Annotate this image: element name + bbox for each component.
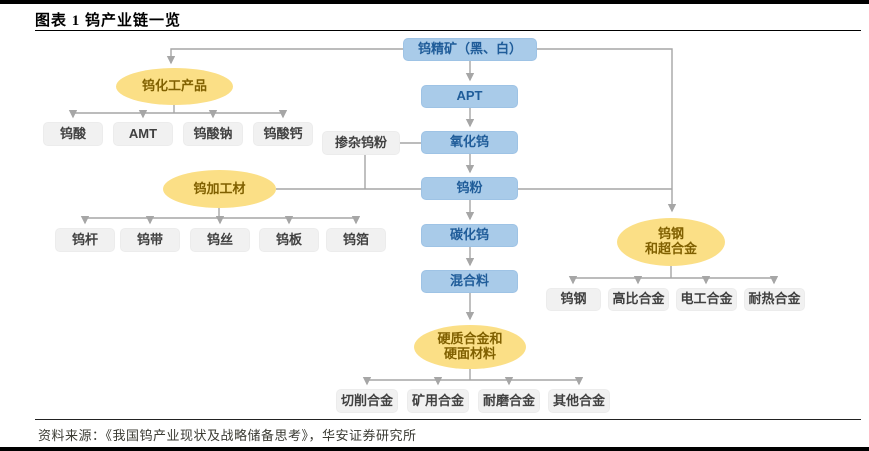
node-tungsten-processed-materials: 钨加工材 <box>163 170 276 208</box>
leaf-tungsten-strip: 钨带 <box>120 228 180 252</box>
node-tungsten-powder: 钨粉 <box>421 177 518 200</box>
leaf-heat-resistant-alloy: 耐热合金 <box>744 288 805 311</box>
node-hard-alloy-hardfacing: 硬质合金和 硬面材料 <box>414 325 526 369</box>
title-divider <box>35 30 861 31</box>
leaf-tungsten-foil: 钨箔 <box>326 228 386 252</box>
figure-title: 图表 1 钨产业链一览 <box>35 13 182 29</box>
leaf-electrical-alloy: 电工合金 <box>676 288 737 311</box>
leaf-amt: AMT <box>113 122 173 146</box>
source-note: 资料来源：《我国钨产业现状及战略储备思考》，华安证券研究所 <box>38 428 417 443</box>
node-tungsten-steel-superalloy: 钨钢 和超合金 <box>617 218 725 266</box>
bottom-border-bar <box>0 447 869 451</box>
leaf-mining-alloy: 矿用合金 <box>407 389 469 413</box>
leaf-sodium-tungstate: 钨酸钠 <box>183 122 243 146</box>
node-doped-tungsten-powder: 掺杂钨粉 <box>322 131 400 155</box>
node-apt: APT <box>421 85 518 108</box>
node-label-line2: 硬面材料 <box>443 346 496 361</box>
leaf-tungsten-steel: 钨钢 <box>546 288 601 311</box>
top-border-bar <box>0 0 869 4</box>
node-tungsten-chemical-products: 钨化工产品 <box>116 68 233 105</box>
leaf-tungstic-acid: 钨酸 <box>43 122 103 146</box>
leaf-high-density-alloy: 高比合金 <box>608 288 669 311</box>
leaf-other-alloy: 其他合金 <box>548 389 610 413</box>
leaf-calcium-tungstate: 钨酸钙 <box>253 122 313 146</box>
node-tungsten-carbide: 碳化钨 <box>421 224 518 247</box>
leaf-cutting-alloy: 切削合金 <box>336 389 398 413</box>
node-label-line2: 和超合金 <box>644 241 697 256</box>
leaf-tungsten-rod: 钨杆 <box>55 228 115 252</box>
node-tungsten-oxide: 氧化钨 <box>421 131 518 154</box>
node-mixed-material: 混合料 <box>421 270 518 293</box>
node-label-line1: 钨钢 <box>657 226 684 242</box>
node-label-line1: 硬质合金和 <box>437 331 503 347</box>
leaf-tungsten-wire: 钨丝 <box>190 228 250 252</box>
leaf-wear-resistant-alloy: 耐磨合金 <box>478 389 540 413</box>
leaf-tungsten-plate: 钨板 <box>259 228 319 252</box>
node-tungsten-concentrate: 钨精矿（黑、白） <box>403 38 537 61</box>
footer-divider <box>35 419 861 420</box>
